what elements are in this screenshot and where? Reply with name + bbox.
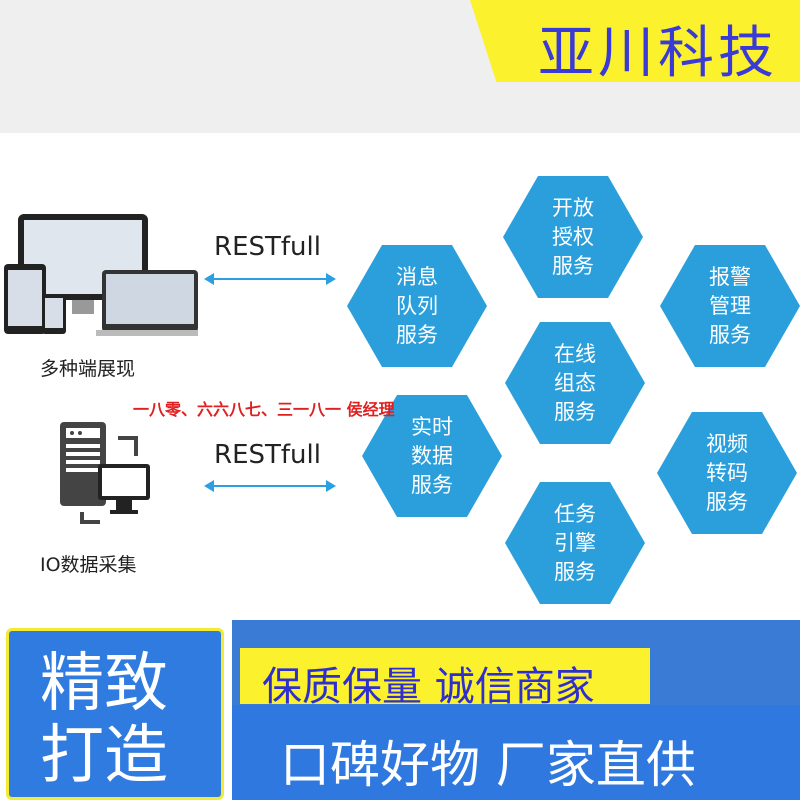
devices-caption: 多种端展现 [40,358,136,380]
restfull-label-2: RESTfull [214,440,321,470]
bottom-left-panel [6,628,224,800]
server-computer-icon [60,422,150,524]
hex-realtime-data: 实时数据服务 [362,395,502,517]
double-arrow-icon [204,480,336,492]
io-caption: IO数据采集 [40,554,137,576]
slogan-reputation-text: 口碑好物 厂家直供 [280,736,696,794]
brand-name: 亚川科技 [538,21,778,86]
slogan-quality-text: 保质保量 诚信商家 [262,664,595,710]
slogan-reputation: 口碑好物 厂家直供 [232,705,800,800]
double-arrow-icon [204,273,336,285]
restfull-label-1: RESTfull [214,232,321,262]
devices-icon [4,214,198,336]
footer-title-line-1: 精致 [40,647,168,721]
contact-watermark: 一八零、六六八七、三一八一 侯经理 [133,400,395,419]
slogan-quality: 保质保量 诚信商家 [240,648,650,710]
footer-title-line-2: 打造 [40,719,168,793]
hex-message-queue: 消息队列服务 [347,245,487,367]
brand-banner: 亚川科技 [470,0,800,82]
